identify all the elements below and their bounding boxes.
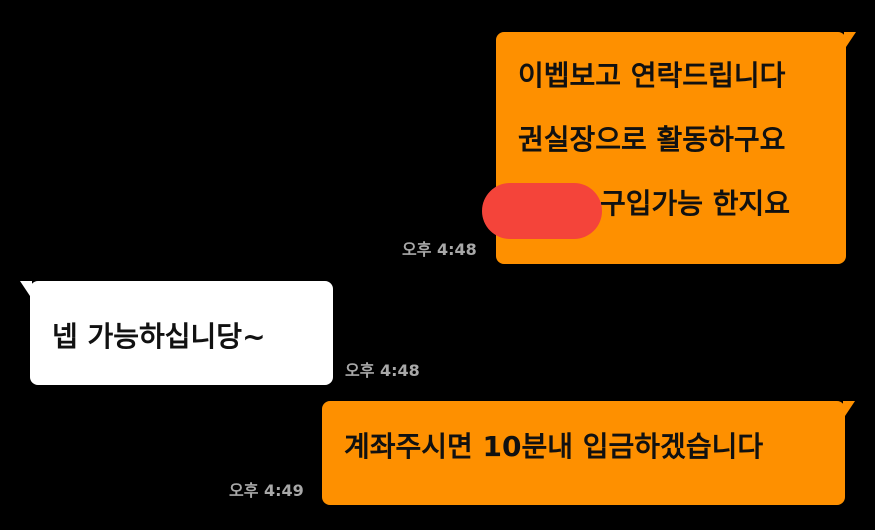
message-line: 넵 가능하십니당~ <box>52 320 266 353</box>
bubble-tail <box>843 401 855 419</box>
timestamp: 오후 4:48 <box>402 240 477 259</box>
bubble-tail <box>20 281 32 299</box>
bubble-tail <box>844 32 856 50</box>
incoming-message-bubble[interactable]: 넵 가능하십니당~ <box>20 281 333 385</box>
message-line: 이벱보고 연락드립니다 <box>518 59 786 92</box>
redaction-mark <box>482 183 602 239</box>
message-line: 구입가능 한지요 <box>600 187 791 220</box>
timestamp: 오후 4:49 <box>229 481 304 500</box>
outgoing-message-bubble[interactable]: 계좌주시면 10분내 입금하겠습니다 <box>322 401 855 505</box>
timestamp: 오후 4:48 <box>345 361 420 380</box>
message-line: 권실장으로 활동하구요 <box>518 123 786 156</box>
message-line: 계좌주시면 10분내 입금하겠습니다 <box>344 430 764 463</box>
